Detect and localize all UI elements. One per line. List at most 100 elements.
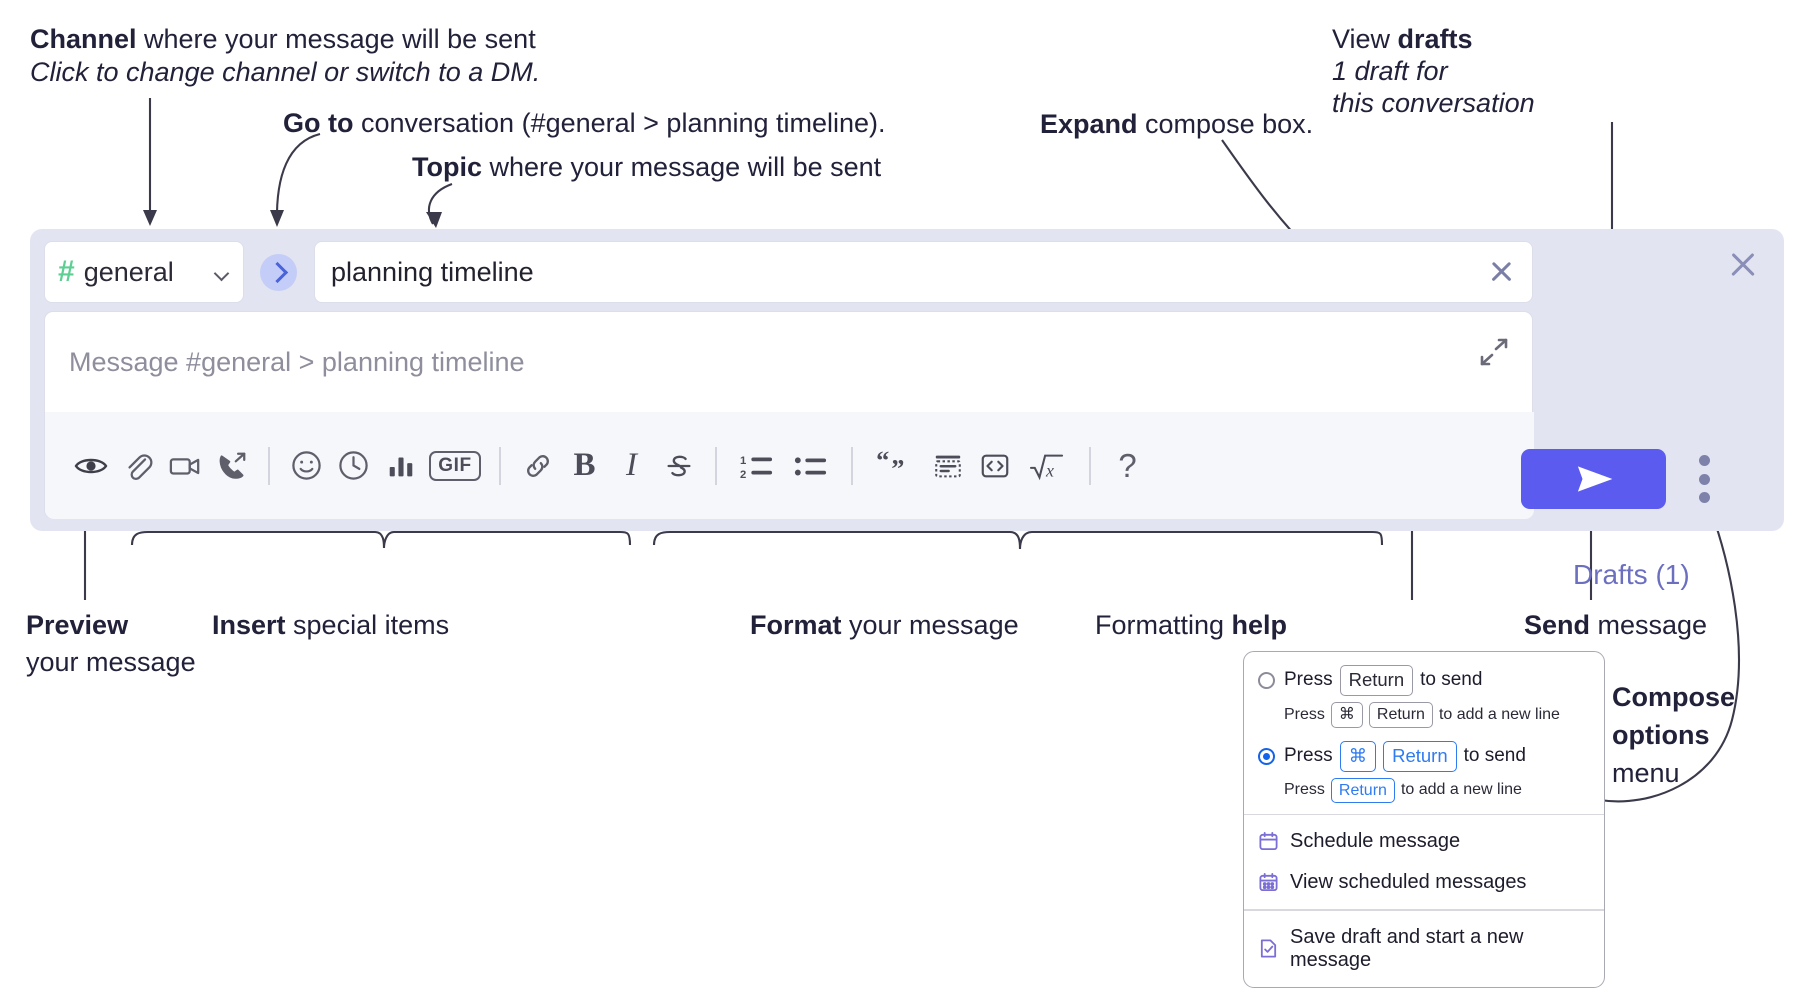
annotation-drafts-lead: View — [1332, 24, 1398, 54]
option1-key: Return — [1339, 665, 1414, 696]
menu-item-label: Schedule message — [1290, 830, 1461, 853]
bold-label: B — [573, 447, 596, 483]
bold-icon[interactable]: B — [561, 442, 608, 489]
ordered-list-icon[interactable]: 1 2 — [730, 442, 784, 489]
option1-sub-key2: Return — [1368, 701, 1433, 728]
math-icon[interactable]: x — [1018, 442, 1076, 489]
option-press-return-to-send[interactable]: Press Return to send — [1244, 663, 1604, 698]
annotation-drafts: View drafts — [1332, 22, 1473, 58]
go-to-conversation-button[interactable] — [260, 254, 297, 291]
annotation-compose-options-3: menu — [1612, 758, 1680, 788]
attachment-icon[interactable] — [114, 442, 161, 489]
menu-item-schedule-message[interactable]: Schedule message — [1244, 821, 1604, 862]
annotation-goto: Go to conversation (#general > planning … — [283, 106, 886, 142]
option1-pre: Press — [1284, 669, 1333, 691]
chevron-right-icon — [266, 261, 288, 284]
schedule-group: Schedule message View scheduled messages — [1244, 815, 1604, 909]
message-input[interactable]: Message #general > planning timeline — [45, 312, 1534, 412]
gif-label: GIF — [429, 450, 481, 481]
option2-key2: Return — [1383, 740, 1457, 772]
annotation-format: Format your message — [750, 608, 1019, 644]
option2-sub-key: Return — [1330, 777, 1395, 804]
option1-post: to send — [1420, 669, 1483, 691]
annotation-topic-rest: where your message will be sent — [482, 152, 882, 182]
gif-icon[interactable]: GIF — [424, 442, 486, 489]
expand-icon[interactable] — [1478, 336, 1510, 368]
send-button[interactable] — [1521, 449, 1666, 509]
draft-group: Save draft and start a new message — [1244, 911, 1604, 987]
close-icon[interactable] — [1726, 248, 1760, 282]
kebab-dot — [1698, 473, 1710, 485]
audio-call-icon[interactable] — [208, 442, 255, 489]
annotation-help-bold: help — [1231, 610, 1288, 640]
compose-options-button[interactable] — [1698, 455, 1710, 503]
svg-text:1: 1 — [740, 455, 746, 467]
annotation-help: Formatting help — [1095, 608, 1287, 644]
annotation-insert-bold: Insert — [212, 610, 286, 640]
drafts-link[interactable]: Drafts (1) — [1573, 559, 1690, 590]
annotation-help-lead: Formatting — [1095, 610, 1232, 640]
annotation-preview-bold: Preview — [26, 610, 129, 640]
compose-inner: # general planning timeline Message #gen… — [44, 241, 1534, 519]
annotation-channel-sub: Click to change channel or switch to a D… — [30, 55, 540, 91]
save-draft-icon — [1258, 938, 1279, 959]
radio-selected[interactable] — [1258, 747, 1275, 765]
annotation-send-bold: Send — [1524, 610, 1591, 640]
compose-header-row: # general planning timeline — [44, 241, 1533, 303]
poll-icon[interactable] — [377, 442, 424, 489]
strikethrough-icon[interactable] — [655, 442, 702, 489]
menu-item-label: View scheduled messages — [1290, 871, 1527, 894]
option2-sub: Press Return to add a new line — [1244, 774, 1604, 806]
message-box: Message #general > planning timeline — [44, 311, 1534, 519]
hash-icon: # — [58, 255, 75, 288]
blockquote-icon[interactable]: “ ” — [866, 442, 924, 489]
preview-icon[interactable] — [67, 442, 114, 489]
option2-pre: Press — [1284, 745, 1333, 767]
video-icon[interactable] — [161, 442, 208, 489]
menu-divider — [1244, 909, 1604, 911]
annotation-channel: Channel where your message will be sent — [30, 22, 536, 58]
help-icon[interactable]: ? — [1104, 442, 1151, 489]
compose-box: Drafts (1) # general planning timeline M… — [30, 229, 1784, 590]
svg-text:“: “ — [876, 450, 889, 475]
annotation-preview-line2: your message — [26, 647, 196, 677]
channel-selector[interactable]: # general — [44, 241, 244, 303]
italic-icon[interactable]: I — [608, 442, 655, 489]
code-block-icon[interactable] — [924, 442, 971, 489]
option1-sub-key1: ⌘ — [1330, 701, 1363, 728]
italic-label: I — [626, 447, 637, 483]
annotation-expand: Expand compose box. — [1040, 107, 1313, 143]
annotation-goto-bold: Go to — [283, 108, 354, 138]
option1-sub: Press ⌘ Return to add a new line — [1244, 698, 1604, 730]
svg-text:x: x — [1045, 460, 1054, 480]
annotation-compose-options-bold1: Compose — [1612, 682, 1736, 712]
clock-icon[interactable] — [330, 442, 377, 489]
annotation-drafts-italic1: 1 draft for — [1332, 56, 1448, 86]
toolbar-divider — [1089, 446, 1091, 485]
toolbar-divider — [715, 446, 717, 485]
bulleted-list-icon[interactable] — [784, 442, 838, 489]
toolbar-divider — [499, 446, 501, 485]
topic-field[interactable]: planning timeline — [314, 241, 1533, 303]
radio-unselected[interactable] — [1258, 671, 1275, 689]
annotation-expand-rest: compose box. — [1137, 109, 1314, 139]
annotation-channel-bold: Channel — [30, 24, 137, 54]
menu-item-view-scheduled-messages[interactable]: View scheduled messages — [1244, 862, 1604, 903]
annotation-drafts-italic2: this conversation — [1332, 88, 1535, 118]
emoji-icon[interactable] — [283, 442, 330, 489]
annotation-insert-rest: special items — [285, 610, 450, 640]
clear-topic-icon[interactable] — [1486, 257, 1516, 287]
annotation-send: Send message — [1524, 608, 1707, 644]
option-press-cmd-return-to-send[interactable]: Press ⌘ Return to send — [1244, 739, 1604, 774]
send-shortcut-options: Press Return to send Press ⌘ Return to a… — [1244, 652, 1604, 814]
annotation-format-bold: Format — [750, 610, 842, 640]
calendar-icon — [1258, 831, 1279, 852]
link-icon[interactable] — [514, 442, 561, 489]
code-snippet-icon[interactable] — [971, 442, 1018, 489]
annotation-topic-bold: Topic — [412, 152, 482, 182]
formatting-toolbar: GIF B I — [45, 412, 1534, 519]
annotation-expand-bold: Expand — [1040, 109, 1138, 139]
menu-item-save-draft[interactable]: Save draft and start a new message — [1244, 917, 1604, 981]
menu-item-label: Save draft and start a new message — [1290, 925, 1524, 971]
svg-text:2: 2 — [740, 469, 746, 481]
